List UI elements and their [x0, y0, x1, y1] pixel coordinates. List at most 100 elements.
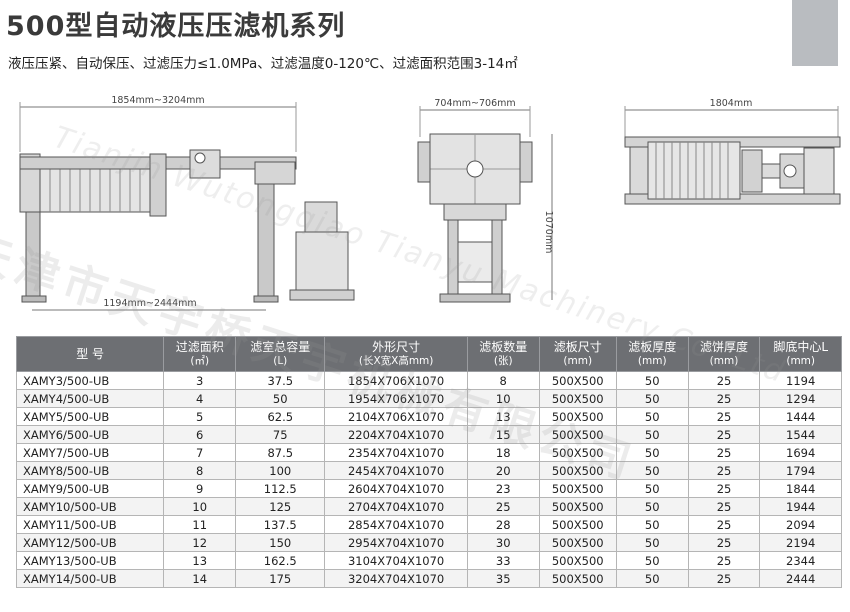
table-cell: 1194 [759, 371, 842, 390]
table-cell: 13 [466, 407, 540, 426]
table-cell: 25 [687, 443, 761, 462]
table-cell: 25 [687, 371, 761, 390]
table-cell: 500X500 [538, 569, 617, 588]
model-cell: XAMY13/500-UB [15, 551, 165, 570]
spec-table: 型 号过滤面积(㎡)滤室总容量(L)外形尺寸(长X宽X高mm)滤板数量(张)滤板… [15, 336, 842, 588]
table-cell: 2954X704X1070 [324, 533, 468, 552]
table-cell: 50 [615, 533, 689, 552]
spec-table-header-row: 型 号过滤面积(㎡)滤室总容量(L)外形尺寸(长X宽X高mm)滤板数量(张)滤板… [15, 336, 842, 372]
column-header-unit: (㎡) [190, 355, 210, 367]
column-header-unit: (mm) [563, 355, 593, 367]
column-header-label: 过滤面积 [175, 340, 224, 354]
table-cell: 25 [687, 551, 761, 570]
table-cell: 1444 [759, 407, 842, 426]
table-cell: 1954X706X1070 [324, 389, 468, 408]
table-cell: 87.5 [235, 443, 326, 462]
table-cell: 2454X704X1070 [324, 461, 468, 480]
table-cell: 35 [466, 569, 540, 588]
table-cell: 25 [687, 533, 761, 552]
table-cell: 50 [615, 371, 689, 390]
table-cell: 2704X704X1070 [324, 497, 468, 516]
corner-decoration [792, 0, 838, 66]
column-header-label: 脚底中心L [773, 340, 829, 354]
page-title: 500型自动液压压滤机系列 [6, 11, 346, 42]
table-cell: 50 [615, 497, 689, 516]
table-cell: 500X500 [538, 497, 617, 516]
table-cell: 2344 [759, 551, 842, 570]
table-cell: 500X500 [538, 551, 617, 570]
table-cell: 25 [687, 479, 761, 498]
table-cell: 125 [235, 497, 326, 516]
table-cell: 50 [235, 389, 326, 408]
table-cell: 7 [163, 443, 237, 462]
model-cell: XAMY7/500-UB [15, 443, 165, 462]
table-cell: 25 [687, 515, 761, 534]
table-cell: 6 [163, 425, 237, 444]
table-cell: 500X500 [538, 461, 617, 480]
table-cell: 2604X704X1070 [324, 479, 468, 498]
table-cell: 75 [235, 425, 326, 444]
table-cell: 1294 [759, 389, 842, 408]
table-cell: 500X500 [538, 479, 617, 498]
table-cell: 20 [466, 461, 540, 480]
table-cell: 25 [687, 425, 761, 444]
table-cell: 50 [615, 425, 689, 444]
table-cell: 23 [466, 479, 540, 498]
table-cell: 112.5 [235, 479, 326, 498]
table-cell: 500X500 [538, 515, 617, 534]
table-cell: 50 [615, 389, 689, 408]
technical-drawings: 1854mm~3204mm 1194mm~2444mm 704mm~706mm … [19, 95, 841, 311]
table-cell: 162.5 [235, 551, 326, 570]
column-header: 滤板厚度(mm) [615, 336, 689, 372]
front-width-dim-label: 704mm~706mm [434, 98, 515, 109]
table-cell: 3204X704X1070 [324, 569, 468, 588]
table-cell: 11 [163, 515, 237, 534]
table-cell: 50 [615, 407, 689, 426]
column-header: 滤饼厚度(mm) [687, 336, 761, 372]
table-cell: 25 [687, 497, 761, 516]
table-cell: 2204X704X1070 [324, 425, 468, 444]
model-cell: XAMY4/500-UB [15, 389, 165, 408]
column-header-unit: (mm) [637, 355, 667, 367]
table-cell: 10 [466, 389, 540, 408]
table-cell: 25 [687, 389, 761, 408]
table-cell: 150 [235, 533, 326, 552]
table-cell: 50 [615, 515, 689, 534]
table-cell: 1844 [759, 479, 842, 498]
table-cell: 500X500 [538, 425, 617, 444]
side-top-dim-label: 1854mm~3204mm [111, 95, 204, 106]
table-cell: 50 [615, 479, 689, 498]
table-cell: 10 [163, 497, 237, 516]
table-cell: 14 [163, 569, 237, 588]
table-cell: 28 [466, 515, 540, 534]
model-cell: XAMY11/500-UB [15, 515, 165, 534]
column-header-label: 滤板数量 [479, 340, 528, 354]
table-cell: 25 [687, 569, 761, 588]
table-cell: 25 [687, 407, 761, 426]
table-cell: 13 [163, 551, 237, 570]
table-cell: 4 [163, 389, 237, 408]
table-cell: 5 [163, 407, 237, 426]
column-header-unit: (张) [493, 355, 513, 367]
table-cell: 15 [466, 425, 540, 444]
model-cell: XAMY3/500-UB [15, 371, 165, 390]
table-cell: 175 [235, 569, 326, 588]
table-cell: 500X500 [538, 533, 617, 552]
column-header: 滤板数量(张) [466, 336, 540, 372]
model-cell: XAMY6/500-UB [15, 425, 165, 444]
top-view-drawing [624, 106, 841, 205]
table-cell: 18 [466, 443, 540, 462]
table-cell: 137.5 [235, 515, 326, 534]
page-subtitle: 液压压紧、自动保压、过滤压力≤1.0MPa、过滤温度0-120℃、过滤面积范围3… [8, 56, 518, 72]
column-header: 型 号 [15, 336, 165, 372]
column-header-label: 滤饼厚度 [700, 340, 749, 354]
table-cell: 1944 [759, 497, 842, 516]
column-header: 外形尺寸(长X宽X高mm) [324, 336, 468, 372]
table-cell: 25 [687, 461, 761, 480]
table-cell: 2854X704X1070 [324, 515, 468, 534]
table-cell: 2444 [759, 569, 842, 588]
